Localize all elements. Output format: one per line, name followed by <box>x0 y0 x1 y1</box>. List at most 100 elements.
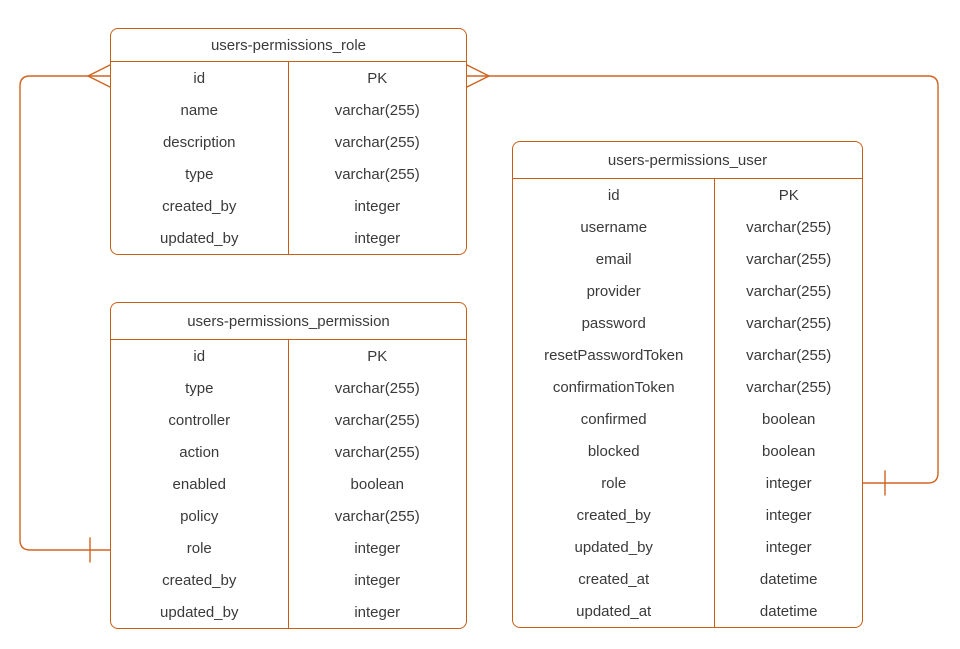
relation-role-permission[interactable] <box>19 64 111 563</box>
field-name: action <box>111 436 289 468</box>
field-type: varchar(255) <box>334 443 420 461</box>
entity-table-users-permissions-permission[interactable]: users-permissions_permission id PK type var… <box>110 302 467 629</box>
field-type: integer <box>354 603 401 621</box>
table-row: created_by integer <box>513 499 862 531</box>
table-row: created_by integer <box>111 190 466 222</box>
table-row: provider varchar(255) <box>513 275 862 307</box>
field-type: varchar(255) <box>746 250 832 268</box>
field-type: varchar(255) <box>334 379 420 397</box>
table-title: users-permissions_role <box>111 29 466 62</box>
table-row: type varchar(255) <box>111 158 466 190</box>
table-row: description varchar(255) <box>111 126 466 158</box>
field-type: datetime <box>759 602 818 620</box>
field-type: integer <box>765 538 812 556</box>
field-name: role <box>111 532 289 564</box>
field-name: created_by <box>111 564 289 596</box>
field-type: varchar(255) <box>746 282 832 300</box>
field-name: updated_by <box>111 222 289 254</box>
entity-table-users-permissions-role[interactable]: users-permissions_role id PK name varchar(2… <box>110 28 467 255</box>
field-type: varchar(255) <box>334 165 420 183</box>
table-row: confirmationToken varchar(255) <box>513 371 862 403</box>
table-row: created_by integer <box>111 564 466 596</box>
field-type: varchar(255) <box>334 133 420 151</box>
field-name: provider <box>513 275 716 307</box>
table-row: blocked boolean <box>513 435 862 467</box>
field-name: confirmed <box>513 403 716 435</box>
field-type: boolean <box>350 475 404 493</box>
field-type: integer <box>765 506 812 524</box>
relation-role-permission-line[interactable] <box>19 75 111 551</box>
table-row: id PK <box>111 62 466 94</box>
table-row: controller varchar(255) <box>111 404 466 436</box>
field-name: confirmationToken <box>513 371 716 403</box>
table-row: password varchar(255) <box>513 307 862 339</box>
table-row: updated_by integer <box>111 222 466 254</box>
field-name: updated_by <box>513 531 716 563</box>
table-rows: id PK name varchar(255) description varchar(2… <box>111 62 466 254</box>
field-type: integer <box>354 571 401 589</box>
field-name: updated_by <box>111 596 289 628</box>
table-row: updated_by integer <box>111 596 466 628</box>
field-name: id <box>111 340 289 372</box>
field-type: varchar(255) <box>334 101 420 119</box>
field-name: password <box>513 307 716 339</box>
field-type: boolean <box>762 410 816 428</box>
table-row: created_at datetime <box>513 563 862 595</box>
crow-foot-many-icon <box>87 64 111 88</box>
field-type: integer <box>354 197 401 215</box>
field-type: PK <box>778 186 799 204</box>
field-type: varchar(255) <box>746 378 832 396</box>
field-name: type <box>111 372 289 404</box>
table-row: type varchar(255) <box>111 372 466 404</box>
field-type: integer <box>765 474 812 492</box>
table-row: email varchar(255) <box>513 243 862 275</box>
table-title: users-permissions_user <box>513 142 862 179</box>
field-name: policy <box>111 500 289 532</box>
relation-role-user[interactable] <box>466 64 939 496</box>
table-row: role integer <box>513 467 862 499</box>
table-row: id PK <box>111 340 466 372</box>
field-name: email <box>513 243 716 275</box>
field-type: boolean <box>762 442 816 460</box>
field-type: varchar(255) <box>746 346 832 364</box>
table-row: id PK <box>513 179 862 211</box>
field-name: type <box>111 158 289 190</box>
table-row: updated_at datetime <box>513 595 862 627</box>
field-type: varchar(255) <box>334 411 420 429</box>
field-name: name <box>111 94 289 126</box>
field-type: PK <box>367 69 388 87</box>
relation-role-user-line[interactable] <box>466 75 939 484</box>
table-row: role integer <box>111 532 466 564</box>
table-row: action varchar(255) <box>111 436 466 468</box>
table-title: users-permissions_permission <box>111 303 466 340</box>
table-row: confirmed boolean <box>513 403 862 435</box>
table-row: updated_by integer <box>513 531 862 563</box>
field-name: created_by <box>111 190 289 222</box>
field-type: varchar(255) <box>746 314 832 332</box>
field-name: blocked <box>513 435 716 467</box>
field-name: updated_at <box>513 595 716 627</box>
table-rows: id PK type varchar(255) controller varchar(25… <box>111 340 466 628</box>
field-name: role <box>513 467 716 499</box>
crow-foot-many-icon <box>466 64 490 88</box>
field-name: description <box>111 126 289 158</box>
field-type: varchar(255) <box>746 218 832 236</box>
table-row: name varchar(255) <box>111 94 466 126</box>
field-type: datetime <box>759 570 818 588</box>
field-name: id <box>111 62 289 94</box>
field-type: integer <box>354 229 401 247</box>
field-name: controller <box>111 404 289 436</box>
field-type: integer <box>354 539 401 557</box>
field-name: id <box>513 179 716 211</box>
field-name: created_at <box>513 563 716 595</box>
field-name: created_by <box>513 499 716 531</box>
field-type: PK <box>367 347 388 365</box>
